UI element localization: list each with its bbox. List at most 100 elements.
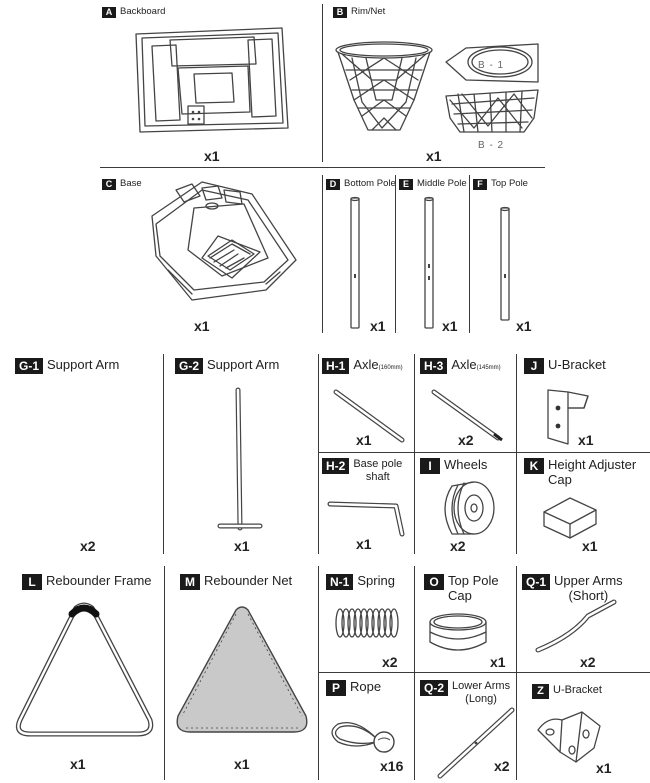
part-n1-header: N-1 Spring — [326, 573, 395, 590]
part-q2-qty: x2 — [494, 758, 510, 774]
part-q1-name-line2: (Short) — [568, 587, 609, 603]
part-q1-name-line1: Upper Arms — [554, 573, 623, 588]
net-b2-drawing — [445, 89, 539, 133]
axle-h1-drawing — [333, 389, 405, 443]
rim-net-drawing — [335, 41, 433, 131]
part-c-header: C Base — [102, 178, 142, 190]
part-k-qty: x1 — [582, 538, 598, 554]
part-q2-name-line1: Lower Arms — [452, 680, 511, 692]
divider-d-e — [395, 175, 396, 333]
part-j-qty: x1 — [578, 432, 594, 448]
part-z-badge: Z — [532, 684, 549, 699]
rope-drawing — [331, 721, 395, 753]
bottom-pole-drawing — [350, 196, 360, 329]
part-h3-badge: H-3 — [420, 358, 448, 374]
support-arm-g1-drawing — [32, 382, 104, 528]
rebounder-frame-drawing — [15, 602, 154, 737]
part-b2-label: B - 2 — [478, 140, 505, 151]
part-m-name: Rebounder Net — [204, 573, 293, 588]
part-g2-name: Support Arm — [207, 357, 280, 372]
part-i-badge: I — [420, 458, 440, 474]
part-a-header: A Backboard — [102, 6, 166, 18]
part-l-name: Rebounder Frame — [46, 573, 152, 588]
part-p-qty: x16 — [380, 758, 404, 774]
spring-drawing — [335, 608, 399, 638]
part-e-header: E Middle Pole — [399, 178, 467, 190]
part-f-name: Top Pole — [491, 178, 528, 189]
part-e-qty: x1 — [442, 318, 458, 334]
part-h1-size: (160mm) — [378, 365, 403, 371]
part-g1-name: Support Arm — [47, 357, 120, 372]
part-h3-size: (145mm) — [476, 365, 501, 371]
top-pole-cap-drawing — [429, 613, 487, 651]
part-k-name-line1: Height Adjuster — [548, 457, 637, 472]
backboard-drawing — [135, 27, 289, 133]
part-g2-badge: G-2 — [175, 358, 204, 374]
part-g2-header: G-2 Support Arm — [175, 357, 280, 374]
u-bracket-z-drawing — [537, 711, 601, 763]
part-q2-badge: Q-2 — [420, 680, 449, 696]
part-o-qty: x1 — [490, 654, 506, 670]
support-arm-g2-drawing — [217, 387, 263, 531]
part-h3-name-text: Axle — [451, 357, 477, 372]
part-k-name-line2: Cap — [548, 471, 572, 487]
height-adjuster-cap-drawing — [543, 497, 597, 539]
part-z-qty: x1 — [596, 760, 612, 776]
part-d-badge: D — [326, 179, 340, 190]
part-m-qty: x1 — [234, 756, 250, 772]
part-n1-badge: N-1 — [326, 574, 354, 590]
part-c-badge: C — [102, 179, 116, 190]
u-bracket-j-drawing — [547, 389, 589, 445]
part-h1-name: Axle(160mm) — [353, 357, 403, 373]
part-f-header: F Top Pole — [473, 178, 528, 190]
divider-g2-h — [318, 354, 319, 554]
divider-n-row — [318, 672, 650, 673]
part-e-badge: E — [399, 179, 413, 190]
part-h1-name-text: Axle — [353, 357, 379, 372]
part-o-badge: O — [424, 574, 444, 590]
part-b1-label: B - 1 — [478, 60, 505, 71]
part-l-qty: x1 — [70, 756, 86, 772]
rim-b1-drawing — [445, 43, 539, 83]
upper-arms-drawing — [535, 599, 617, 653]
base-drawing — [151, 181, 297, 301]
part-n1-qty: x2 — [382, 654, 398, 670]
part-z-header: Z U-Bracket — [532, 684, 602, 699]
part-i-header: I Wheels — [420, 457, 487, 474]
part-d-qty: x1 — [370, 318, 386, 334]
part-z-name: U-Bracket — [553, 684, 602, 696]
part-a-name: Backboard — [120, 6, 166, 17]
part-p-badge: P — [326, 680, 346, 696]
part-a-qty: x1 — [204, 148, 220, 164]
part-a-badge: A — [102, 7, 116, 18]
part-g1-badge: G-1 — [15, 358, 44, 374]
part-q1-badge: Q-1 — [522, 574, 551, 590]
divider-n-o — [414, 566, 415, 780]
divider-h1-h3 — [414, 354, 415, 554]
divider-e-f — [469, 175, 470, 333]
part-m-badge: M — [180, 574, 200, 590]
part-j-name: U-Bracket — [548, 357, 606, 372]
part-f-badge: F — [473, 179, 487, 190]
part-j-header: J U-Bracket — [524, 357, 606, 374]
part-d-header: D Bottom Pole — [326, 178, 396, 190]
part-f-qty: x1 — [516, 318, 532, 334]
part-b-badge: B — [333, 7, 347, 18]
divider-top-mid — [100, 167, 545, 168]
part-q1-qty: x2 — [580, 654, 596, 670]
rebounder-net-drawing — [176, 606, 308, 733]
part-c-qty: x1 — [194, 318, 210, 334]
divider-l-m — [164, 566, 165, 780]
part-c-name: Base — [120, 178, 142, 189]
part-h1-badge: H-1 — [322, 358, 350, 374]
part-g1-qty: x2 — [80, 538, 96, 554]
part-o-name-line2: Cap — [448, 587, 472, 603]
part-p-name: Rope — [350, 679, 382, 694]
part-i-qty: x2 — [450, 538, 466, 554]
part-h3-header: H-3 Axle(145mm) — [420, 357, 501, 374]
